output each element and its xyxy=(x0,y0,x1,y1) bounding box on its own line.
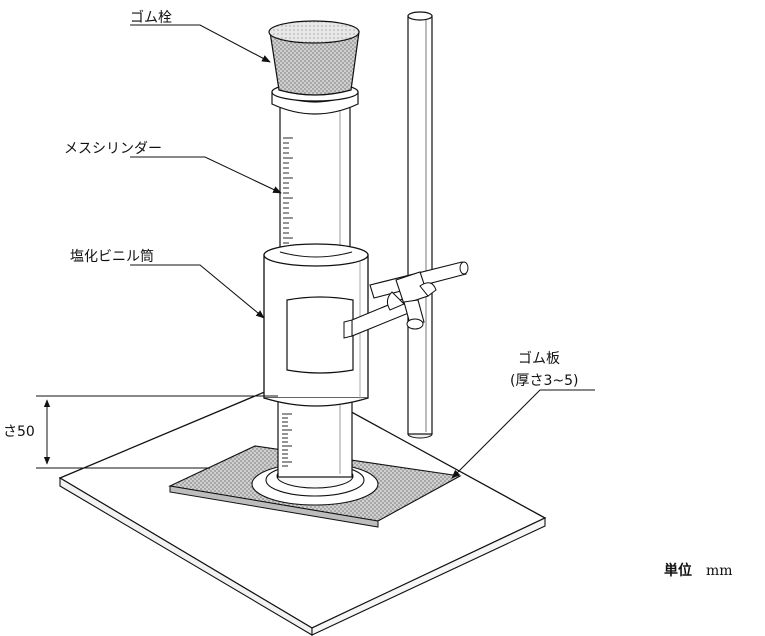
graduation-marks-lower xyxy=(282,413,292,467)
clamp xyxy=(343,261,469,339)
rubber-stopper xyxy=(268,20,360,96)
pvc-tube xyxy=(263,243,369,407)
stand-rod xyxy=(407,11,433,439)
height-dimension xyxy=(36,395,278,469)
label-graduated-cylinder: メスシリンダー xyxy=(64,141,162,157)
leader-lines xyxy=(130,24,595,479)
clamp-boss xyxy=(386,271,437,330)
unit-value: mm xyxy=(706,563,733,579)
unit-label: 単位 xyxy=(664,562,692,579)
cylinder-lower xyxy=(277,394,353,478)
label-rubber-plate: ゴム板 xyxy=(518,350,560,367)
label-rubber-stopper: ゴム栓 xyxy=(130,9,172,26)
label-height-dimension: さ50 xyxy=(3,424,35,440)
label-pvc-tube: 塩化ビニル筒 xyxy=(70,248,154,265)
graduation-marks-upper xyxy=(283,137,293,244)
cylinder-upper xyxy=(279,99,351,251)
label-rubber-plate-thickness: (厚さ3~5) xyxy=(510,373,578,389)
